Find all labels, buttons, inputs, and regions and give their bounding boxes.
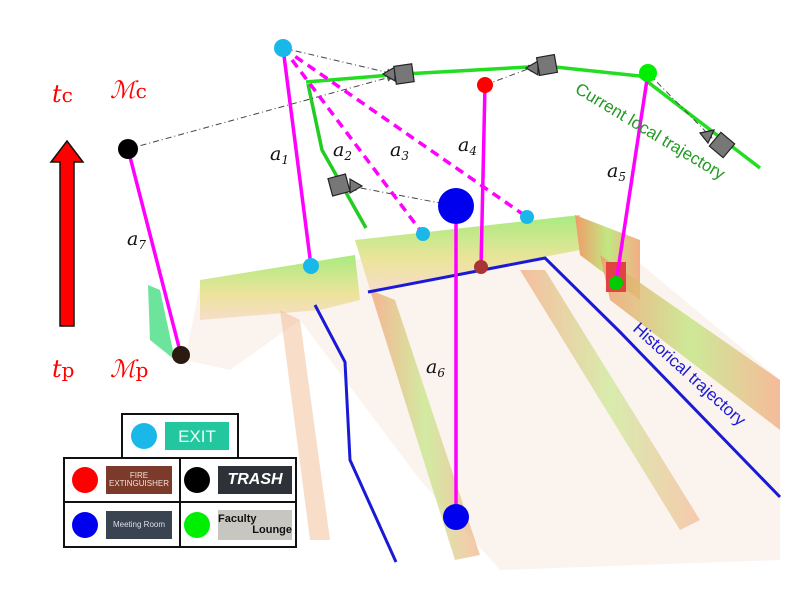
time-arrow — [49, 139, 85, 327]
a2-label: a2 — [333, 139, 352, 163]
current-trajectory-branch-1 — [306, 83, 368, 229]
association-a3 — [282, 46, 528, 219]
meeting-landmark-current — [438, 188, 474, 224]
meeting-sign: Meeting Room — [106, 510, 172, 539]
time-current-label: tc — [52, 80, 73, 108]
landmarks — [118, 39, 657, 530]
exit-color-dot — [131, 423, 157, 449]
meeting-landmark-prior — [443, 504, 469, 530]
trash-landmark-current — [118, 139, 138, 159]
a7-label: a7 — [127, 228, 146, 252]
exit-landmark-current — [274, 39, 292, 57]
associations — [126, 46, 650, 517]
legend-meeting-room: Meeting Room — [63, 501, 181, 548]
lounge-landmark-prior — [609, 276, 623, 290]
historical-trajectory-line-1 — [313, 304, 398, 563]
a5-label: a5 — [607, 160, 626, 184]
time-prior-label: tp — [52, 355, 74, 383]
trash-sign: TRASH — [218, 466, 292, 494]
exit-landmark-prior — [303, 258, 319, 274]
legend-exit: EXIT — [121, 413, 239, 459]
camera-icon — [327, 173, 364, 197]
map-current-label: ℳc — [110, 76, 147, 104]
fire-color-dot — [72, 467, 98, 493]
association-a4 — [479, 84, 487, 268]
camera-poses — [327, 53, 736, 197]
a6-label: a6 — [426, 356, 445, 380]
lounge-landmark-current — [639, 64, 657, 82]
a3-label: a3 — [390, 139, 409, 163]
point-cloud — [148, 215, 780, 570]
map-prior-label: ℳp — [110, 355, 148, 383]
camera-icon — [524, 53, 559, 77]
trash-color-dot — [184, 467, 210, 493]
exit-sign: EXIT — [165, 422, 229, 450]
meeting-color-dot — [72, 511, 98, 538]
lounge-color-dot — [184, 511, 210, 538]
legend-trash: TRASH — [179, 457, 297, 503]
camera-icon — [381, 63, 415, 85]
a1-label: a1 — [270, 143, 289, 167]
trash-landmark-prior — [172, 346, 190, 364]
association-a1 — [281, 47, 313, 267]
association-a7 — [126, 148, 183, 356]
a4-label: a4 — [458, 134, 477, 158]
association-a5 — [614, 72, 650, 284]
exit-landmark-prior — [416, 227, 430, 241]
exit-landmark-prior — [520, 210, 534, 224]
camera-icon — [698, 129, 736, 159]
fire-landmark-prior — [474, 260, 488, 274]
fire-landmark-current — [477, 77, 493, 93]
association-a2 — [281, 46, 425, 236]
